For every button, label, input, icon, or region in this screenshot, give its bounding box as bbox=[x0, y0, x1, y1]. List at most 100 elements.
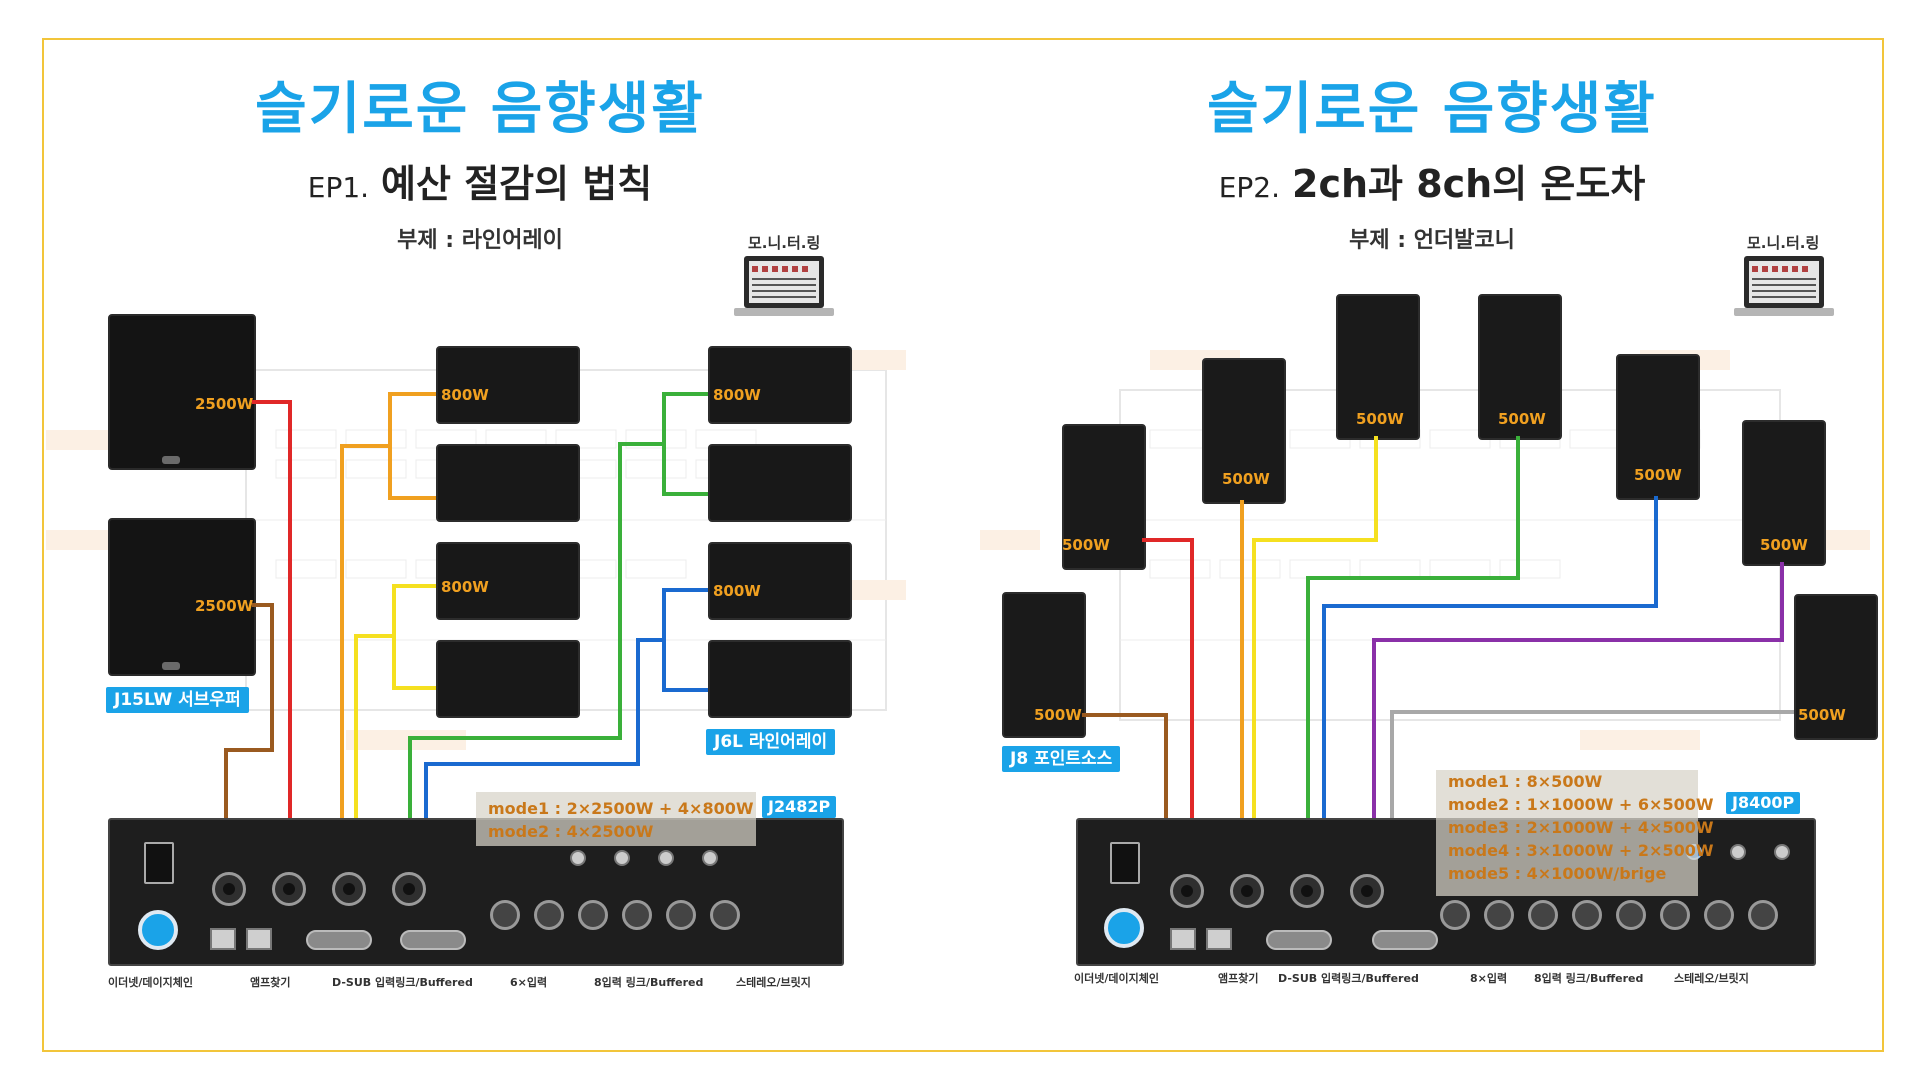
episode-subtitle: 부제 : 라인어레이 bbox=[397, 228, 563, 253]
power-connector bbox=[138, 910, 178, 950]
gain-knob-4[interactable] bbox=[702, 850, 718, 866]
xlr-input-8 bbox=[1748, 900, 1778, 930]
speakon-out-3 bbox=[1290, 874, 1324, 908]
ethernet-port-out bbox=[246, 928, 272, 950]
monitoring-label: 모.니.터.링 bbox=[748, 234, 821, 252]
speaker-5-power: 500W bbox=[1634, 466, 1682, 484]
caption-stereo-bridge: 스테레오/브릿지 bbox=[736, 976, 811, 989]
wire-yellow bbox=[354, 634, 394, 845]
subwoofer-bottom-power: 2500W bbox=[195, 597, 254, 615]
dsub-input-link bbox=[306, 930, 372, 950]
outer-frame bbox=[42, 38, 1884, 1052]
point-source-model-tag: J8 포인트소스 bbox=[1002, 746, 1121, 772]
xlr-input-4 bbox=[1572, 900, 1602, 930]
mode-panel bbox=[476, 792, 756, 846]
line-array-box-c1 bbox=[436, 542, 580, 620]
amplifier-model-tag: J8400P bbox=[1726, 792, 1801, 814]
monitoring-label: 모.니.터.링 bbox=[1747, 234, 1820, 252]
line-array-box-c2 bbox=[436, 640, 580, 718]
mode-1: mode1 : 8×500W bbox=[1448, 772, 1603, 791]
wire-purple bbox=[1372, 562, 1784, 848]
episode-subtitle: 부제 : 언더발코니 bbox=[1349, 228, 1515, 253]
episode-title: 예산 절감의 법칙 bbox=[381, 162, 653, 206]
line-array-box-b2 bbox=[708, 444, 852, 522]
xlr-input-6 bbox=[1660, 900, 1690, 930]
wire-orange bbox=[340, 444, 390, 845]
power-connector bbox=[1104, 908, 1144, 948]
line-array-d-power: 800W bbox=[713, 582, 761, 600]
xlr-input-1 bbox=[1440, 900, 1470, 930]
wire-orange-link bbox=[388, 392, 436, 500]
speakon-out-4 bbox=[1350, 874, 1384, 908]
wire-green bbox=[1306, 436, 1520, 848]
power-switch[interactable] bbox=[1110, 842, 1140, 884]
wire-red bbox=[252, 400, 292, 845]
wire-blue bbox=[424, 638, 664, 845]
gain-knob-2[interactable] bbox=[1730, 844, 1746, 860]
xlr-input-5 bbox=[666, 900, 696, 930]
caption-inputs: 8×입력 bbox=[1470, 972, 1508, 985]
xlr-input-2 bbox=[534, 900, 564, 930]
point-source-speaker-4 bbox=[1478, 294, 1562, 440]
wire-brown bbox=[1082, 713, 1168, 848]
line-array-box-d2 bbox=[708, 640, 852, 718]
subwoofer-bottom bbox=[108, 518, 256, 676]
mode-2: mode2 : 1×1000W + 6×500W bbox=[1448, 795, 1714, 814]
wire-brown bbox=[224, 603, 274, 845]
subwoofer-model-tag: J15LW 서브우퍼 bbox=[106, 687, 249, 713]
dsub-input bbox=[1372, 930, 1438, 950]
power-switch[interactable] bbox=[144, 842, 174, 884]
subwoofer-top-power: 2500W bbox=[195, 395, 254, 413]
speaker-8-power: 500W bbox=[1798, 706, 1846, 724]
point-source-speaker-2 bbox=[1202, 358, 1286, 504]
wire-blue-link bbox=[662, 588, 708, 692]
caption-ethernet: 이더넷/데이지체인 bbox=[108, 976, 193, 989]
caption-inputs: 6×입력 bbox=[510, 976, 548, 989]
line-array-box-b1 bbox=[708, 346, 852, 424]
wire-green-link bbox=[662, 392, 708, 496]
speakon-out-1 bbox=[212, 872, 246, 906]
xlr-input-3 bbox=[1528, 900, 1558, 930]
caption-input-link: 8입력 링크/Buffered bbox=[594, 976, 704, 989]
laptop-icon bbox=[734, 256, 834, 316]
gain-knob-3[interactable] bbox=[1774, 844, 1790, 860]
speakon-out-4 bbox=[392, 872, 426, 906]
point-source-speaker-1 bbox=[1062, 424, 1146, 570]
speakon-out-1 bbox=[1170, 874, 1204, 908]
speaker-1-power: 500W bbox=[1062, 536, 1110, 554]
gain-knob-3[interactable] bbox=[658, 850, 674, 866]
mode-2: mode2 : 4×2500W bbox=[488, 822, 654, 841]
gain-knob-2[interactable] bbox=[614, 850, 630, 866]
xlr-input-2 bbox=[1484, 900, 1514, 930]
laptop-icon bbox=[1734, 256, 1834, 316]
mode-1: mode1 : 2×2500W + 4×800W bbox=[488, 799, 754, 818]
wire-gray bbox=[1390, 710, 1794, 848]
line-array-box-d1 bbox=[708, 542, 852, 620]
caption-amp-find: 앰프찾기 bbox=[1218, 972, 1259, 985]
speaker-6-power: 500W bbox=[1760, 536, 1808, 554]
subwoofer-top bbox=[108, 314, 256, 470]
line-array-a-power: 800W bbox=[441, 386, 489, 404]
mode-panel bbox=[1436, 770, 1698, 896]
mode-4: mode4 : 3×1000W + 2×500W bbox=[1448, 841, 1714, 860]
speaker-4-power: 500W bbox=[1498, 410, 1546, 428]
wire-blue bbox=[1322, 496, 1658, 848]
ethernet-port-in bbox=[210, 928, 236, 950]
xlr-input-5 bbox=[1616, 900, 1646, 930]
xlr-input-3 bbox=[578, 900, 608, 930]
speakon-out-2 bbox=[1230, 874, 1264, 908]
episode-number: EP2. bbox=[1218, 171, 1280, 204]
wire-yellow bbox=[1252, 436, 1378, 848]
point-source-speaker-5 bbox=[1616, 354, 1700, 500]
caption-dsub: D-SUB 입력링크/Buffered bbox=[1278, 972, 1419, 985]
xlr-input-7 bbox=[1704, 900, 1734, 930]
caption-input-link: 8입력 링크/Buffered bbox=[1534, 972, 1644, 985]
wire-yellow-link bbox=[392, 584, 436, 690]
caption-stereo-bridge: 스테레오/브릿지 bbox=[1674, 972, 1749, 985]
gain-knob-1[interactable] bbox=[570, 850, 586, 866]
wiring-left bbox=[224, 392, 708, 845]
wire-green bbox=[408, 442, 664, 845]
caption-amp-find: 앰프찾기 bbox=[250, 976, 291, 989]
amplifier-model-tag: J2482P bbox=[762, 796, 837, 818]
series-title: 슬기로운 음향생활 bbox=[1207, 77, 1657, 142]
